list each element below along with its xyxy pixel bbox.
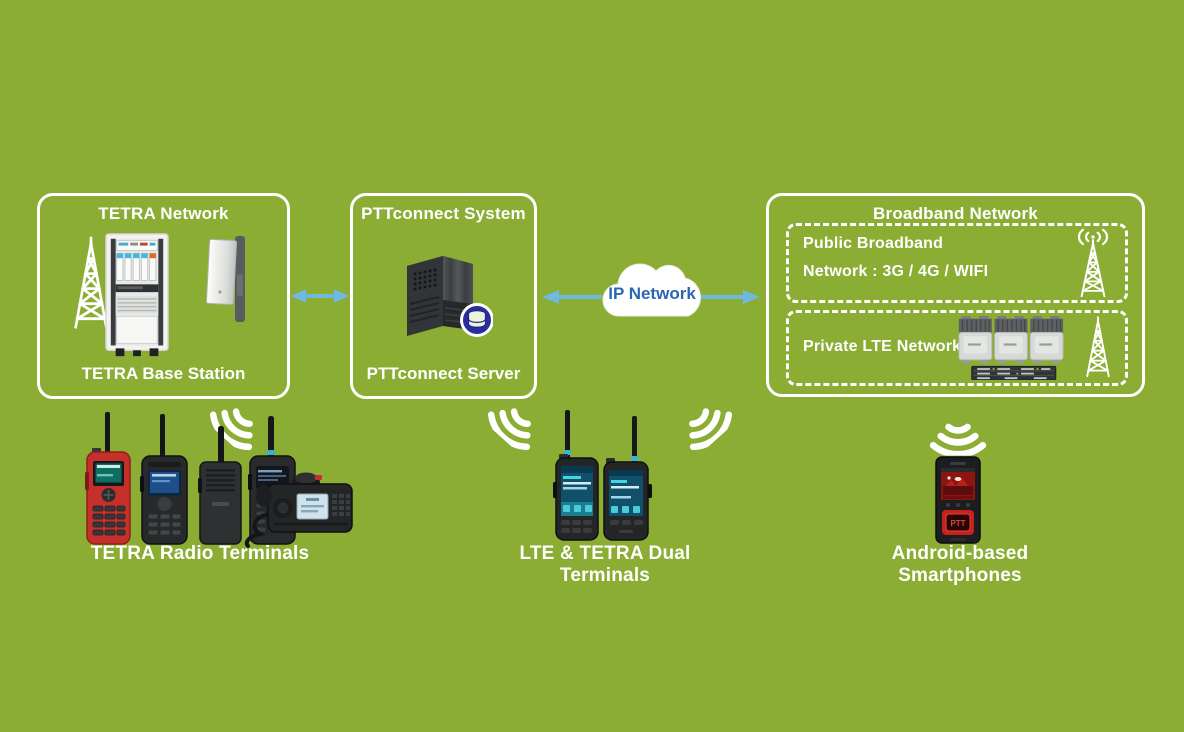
ptt-button: PTT (950, 519, 965, 528)
dual-terminals-label: LTE & TETRA Dual Terminals (519, 543, 691, 586)
private-lte-subbox: Private LTE Network (786, 310, 1128, 386)
lte-tower-icon (1086, 316, 1110, 378)
ip-network-label: IP Network (608, 284, 696, 303)
public-broadband-subbox: Public Broadband Network : 3G / 4G / WIF… (786, 223, 1128, 303)
ip-network-cloud (602, 263, 701, 317)
smartphone-illustration: PTT (935, 456, 981, 544)
link-arrow-tetra-ptt (291, 289, 349, 303)
tetra-network-box: TETRA Network (37, 193, 290, 399)
database-icon (460, 303, 493, 337)
tetra-radios-label: TETRA Radio Terminals (90, 543, 310, 564)
public-broadband-line1: Public Broadband (803, 235, 944, 252)
pttconnect-system-box: PTTconnect System (350, 193, 537, 399)
antenna-with-waves-icon (1077, 228, 1109, 298)
public-broadband-line2: Network : 3G / 4G / WIFI (803, 263, 989, 280)
server-tower (407, 256, 493, 337)
broadband-network-box: Broadband Network Public Broadband Netwo… (766, 193, 1145, 397)
lte-equipment (958, 316, 1064, 380)
pttconnect-server-caption: PTTconnect Server (366, 364, 521, 383)
dual-terminals-illustration (553, 410, 652, 541)
signal-waves-icon (665, 385, 741, 459)
private-lte-label: Private LTE Network (803, 338, 962, 355)
panel-antenna (205, 236, 245, 322)
broadband-network-title: Broadband Network (873, 204, 1038, 223)
arrow-cloud-to-broadband (700, 290, 760, 304)
arrow-cloud-to-pttconnect (542, 290, 602, 304)
smartphones-label: Android-based Smartphones (891, 543, 1029, 586)
tetra-base-station-caption: TETRA Base Station (81, 364, 246, 383)
tetra-radios-illustration (85, 412, 353, 548)
base-station-rack (105, 233, 169, 357)
tetra-network-title: TETRA Network (98, 204, 229, 223)
signal-waves-icon (926, 410, 990, 456)
pttconnect-system-title: PTTconnect System (361, 204, 526, 223)
